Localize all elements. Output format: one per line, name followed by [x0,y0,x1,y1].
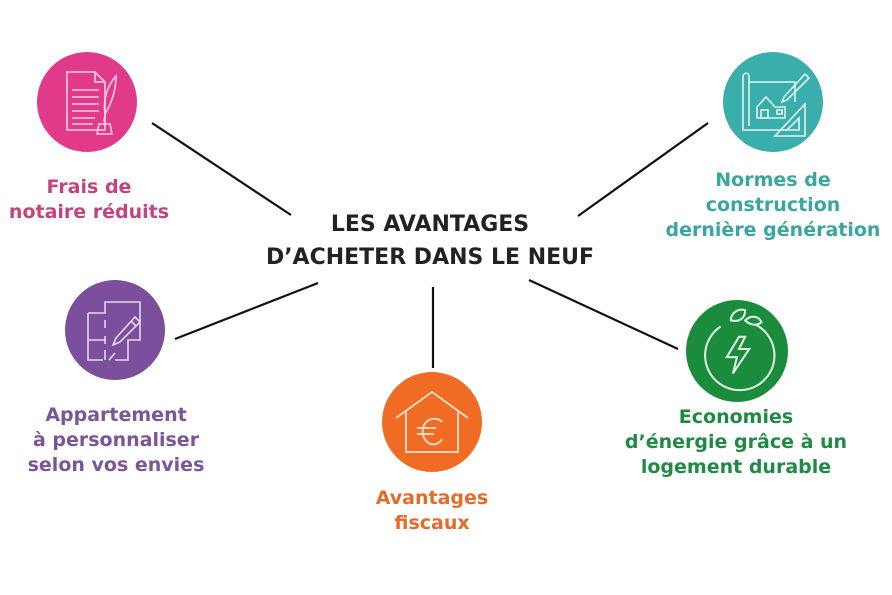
connector-frais-notaire [151,122,292,216]
house-euro-icon [395,390,469,453]
leaf-lightning-icon [704,308,776,392]
connector-economies-energie [528,279,679,350]
blueprint-house-icon [742,72,811,137]
title-line-2: D’ACHETER DANS LE NEUF [265,245,595,270]
economies-energie-badge [686,300,788,402]
normes-construction-label: Normes de construction dernière générati… [665,169,881,241]
frais-notaire-label: Frais de notaire réduits [8,176,170,223]
floorplan-pencil-icon [87,301,142,361]
title-line-1: LES AVANTAGES [330,212,530,237]
connector-appartement [174,281,319,341]
avantages-fiscaux-badge [382,372,482,472]
avantages-fiscaux-label: Avantages fiscaux [375,487,489,534]
document-quill-icon [66,71,117,135]
normes-construction-badge [723,52,823,152]
connector-normes-construction [577,122,709,217]
economies-energie-label: Economies d’énergie grâce à un logement … [624,406,848,478]
appartement-label: Appartement à personnaliser selon vos en… [27,404,205,476]
appartement-badge [65,280,165,380]
diagram-title: LES AVANTAGES D’ACHETER DANS LE NEUF [230,208,630,274]
frais-notaire-badge [37,52,137,152]
